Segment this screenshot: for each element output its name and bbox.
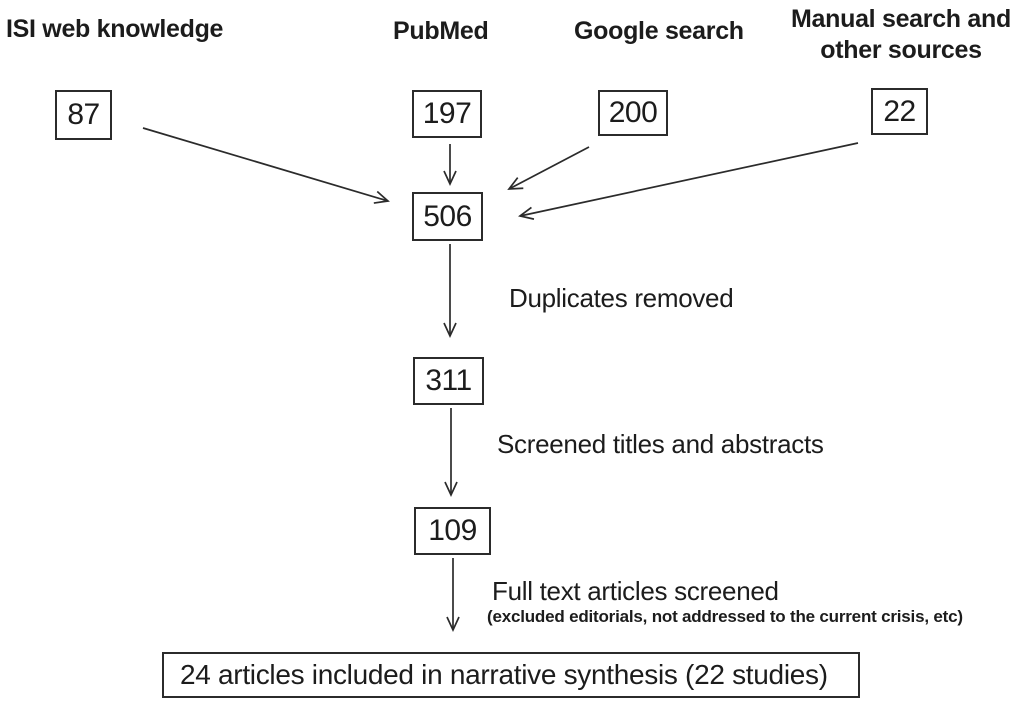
- step-note-exclusions: (excluded editorials, not addressed to t…: [487, 607, 963, 626]
- step-label-screened-titles: Screened titles and abstracts: [497, 429, 824, 459]
- step-label-duplicates-removed: Duplicates removed: [509, 283, 734, 313]
- count-box-after-screening: 109: [414, 507, 491, 555]
- count-box-pubmed: 197: [412, 90, 482, 138]
- arrow-google-to-pooled: [507, 146, 590, 190]
- count-box-google: 200: [598, 90, 668, 136]
- step-label-full-text-screened: Full text articles screened: [492, 576, 779, 606]
- arrow-manual-to-pooled: [518, 142, 859, 220]
- final-result-box: 24 articles included in narrative synthe…: [162, 652, 860, 698]
- source-header-isi-web-knowledge: ISI web knowledge: [6, 15, 224, 43]
- source-header-google-search: Google search: [574, 17, 744, 45]
- count-box-pooled: 506: [412, 192, 483, 241]
- source-header-manual-search: Manual search and other sources: [791, 5, 1011, 64]
- arrow-isi-to-pooled: [142, 127, 390, 204]
- count-box-manual: 22: [871, 88, 928, 135]
- count-box-isi: 87: [55, 90, 112, 140]
- count-box-after-duplicates: 311: [413, 357, 484, 405]
- source-header-pubmed: PubMed: [393, 17, 489, 45]
